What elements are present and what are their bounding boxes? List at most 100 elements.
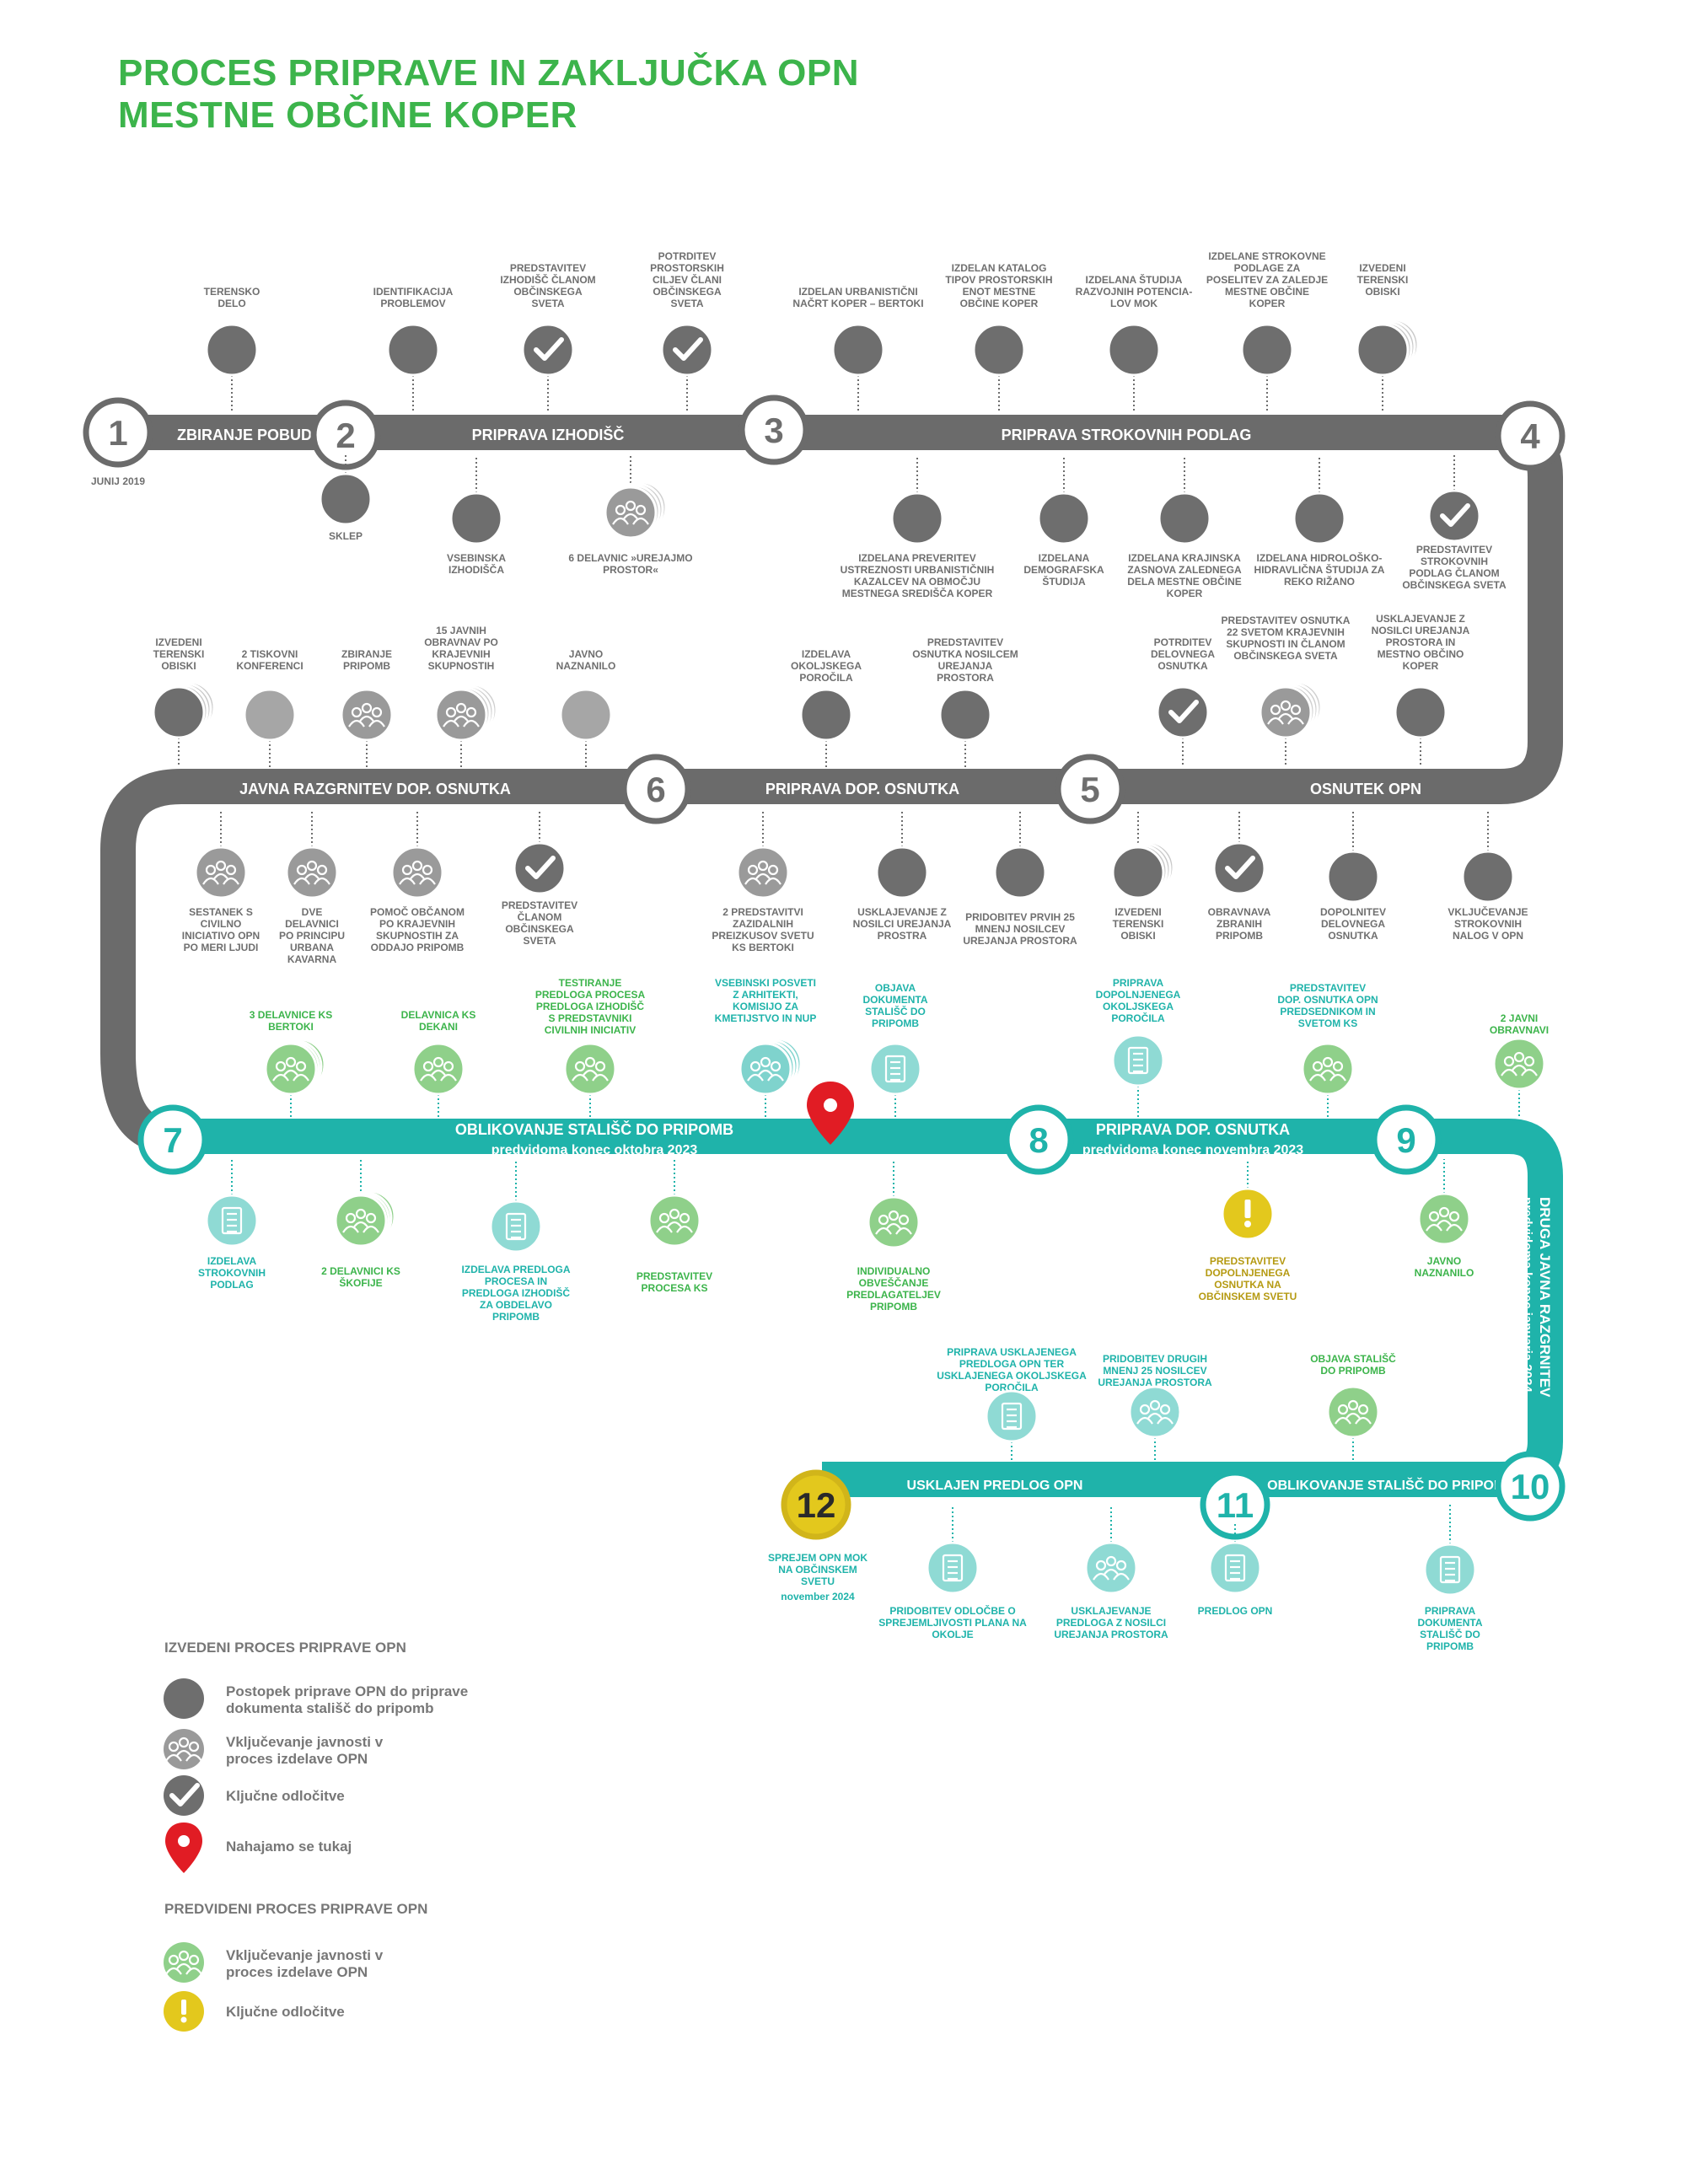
green-dot (867, 1195, 921, 1249)
people-glyph (348, 702, 385, 727)
node-caption: OBČINSKEGA (513, 285, 583, 298)
head (361, 702, 373, 714)
body (656, 1225, 673, 1233)
step-number: 9 (1396, 1120, 1415, 1160)
exclamation-dot (1244, 1221, 1251, 1227)
body (1267, 717, 1284, 725)
step-12-date: november 2024 (781, 1591, 855, 1602)
node-caption: KAVARNA (287, 953, 337, 965)
node-caption: IZDELAN URBANISTIČNI (798, 285, 917, 298)
node-caption: PREDLOGA IZHODIŠČ (536, 1000, 645, 1012)
node-caption: KOMISIJO ZA (733, 1001, 798, 1012)
pin-shape (807, 1082, 854, 1145)
step-number: 1 (108, 413, 127, 453)
node-icon (513, 841, 567, 895)
people-dot (340, 688, 394, 742)
node-caption: POTRDITEV (1154, 636, 1212, 648)
document-glyph (505, 1212, 527, 1241)
legend-item-text: Vključevanje javnosti v (226, 1734, 384, 1750)
node-caption: DOP. OSNUTKA OPN (1277, 994, 1378, 1006)
node-caption: TERENSKI (153, 648, 205, 660)
node-caption: POROČILA (799, 671, 853, 684)
head (188, 1741, 200, 1753)
node-caption: IZDELANA (1039, 552, 1090, 564)
node-caption: NOSILCI UREJANJA (853, 918, 952, 930)
node-caption: ČLANOM (518, 910, 562, 923)
people-dot (285, 845, 339, 899)
node-icon (205, 1194, 259, 1248)
people-dot (1259, 685, 1313, 739)
node-icon (1111, 1033, 1165, 1087)
node-icon (1326, 850, 1380, 904)
body (420, 1073, 437, 1082)
node-caption: USKLAJENEGA OKOLJSKEGA (937, 1370, 1087, 1382)
node-caption: S PREDSTAVNIKI (549, 1012, 632, 1024)
body (165, 1967, 182, 1975)
head (1337, 1404, 1349, 1415)
check-mark (1225, 856, 1255, 879)
node-caption: DEMOGRAFSKA (1023, 564, 1104, 576)
track-label-step-12: USKLAJEN PREDLOG OPN (907, 1479, 1083, 1493)
node-caption: IZHODIŠČ ČLANOM (500, 273, 595, 286)
node-icon (647, 1194, 701, 1248)
node-icon (243, 688, 297, 742)
node-caption: 2 DELAVNICI KS (321, 1265, 400, 1277)
step-circle-11: 11 (1200, 1469, 1270, 1540)
node-icon (926, 1541, 980, 1595)
node-caption: 2 PREDSTAVITVI (722, 906, 803, 918)
node-icon (1208, 1541, 1262, 1595)
head (365, 1212, 377, 1224)
node-caption: PRIPRAVA USKLAJENEGA (947, 1346, 1077, 1358)
head (168, 1741, 180, 1753)
node-caption: PRIPOMB (1426, 1640, 1474, 1652)
node-icon (1128, 1385, 1182, 1439)
people-glyph (1093, 1555, 1130, 1581)
node-caption: OSNUTKA (1157, 660, 1208, 672)
head (1523, 1055, 1535, 1067)
body (223, 877, 239, 885)
node-caption: TESTIRANJE (559, 977, 622, 989)
node-caption: PODLAG ČLANOM (1409, 566, 1499, 579)
head (345, 1212, 357, 1224)
light-grey-dot (243, 688, 297, 742)
node-icon (386, 323, 440, 377)
body (1521, 1068, 1538, 1076)
pin-hole (824, 1098, 837, 1112)
body (409, 872, 426, 881)
body (342, 1225, 359, 1233)
node-icon (1111, 840, 1175, 899)
node-caption: MNENJ NOSILCEV (975, 923, 1066, 935)
document-glyph (884, 1055, 906, 1083)
node-icon (867, 1195, 921, 1249)
body (430, 1069, 447, 1077)
grey-dot (890, 491, 944, 545)
body (185, 1753, 202, 1762)
body (755, 872, 771, 881)
exclamation-bar (181, 2000, 186, 2015)
light-grey-dot (559, 688, 613, 742)
node-caption: PO PRINCIPU (279, 930, 345, 942)
legend-item-text: Ključne odločitve (226, 2004, 345, 2020)
check-mark (169, 1783, 200, 1806)
node-caption: 22 SVETOM KRAJEVNIH (1227, 626, 1345, 638)
node-caption: PROSTORSKIH (650, 262, 724, 274)
node-caption: IDENTIFIKACIJA (373, 286, 454, 298)
head (760, 1056, 771, 1068)
body (612, 517, 629, 525)
node-caption: TERENSKO (204, 286, 260, 298)
head (215, 860, 227, 872)
people-glyph (1335, 1399, 1372, 1425)
step-circle-4: 4 (1495, 400, 1566, 471)
check-dot (513, 841, 567, 895)
check-dot (1156, 685, 1210, 739)
step-12-caption: NA OBČINSKEM (778, 1563, 857, 1576)
